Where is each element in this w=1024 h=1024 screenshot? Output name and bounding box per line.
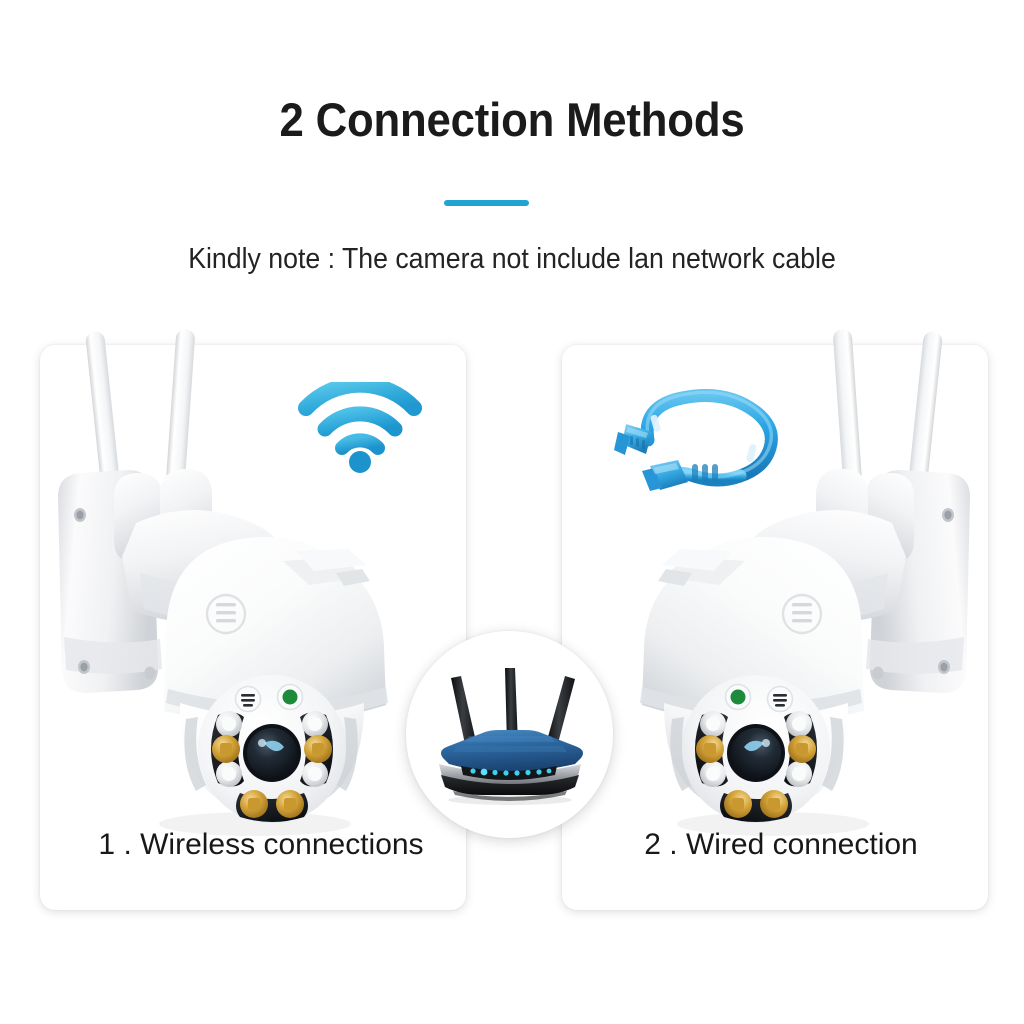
cable-strain-relief (692, 464, 718, 483)
page-subtitle-note: Kindly note : The camera not include lan… (188, 243, 836, 275)
panel-card-wireless: 1 . Wireless connections (40, 329, 466, 910)
camera-mic-grille (766, 685, 794, 713)
ethernet-cable-icon (614, 389, 778, 491)
camera-lens-faceplate (682, 675, 830, 823)
router-antenna-center (504, 667, 518, 745)
camera-lens (243, 724, 301, 782)
camera-lens (727, 724, 785, 782)
camera-illustration-wired (562, 329, 988, 857)
camera-mic-grille (234, 685, 262, 713)
wifi-icon (298, 376, 422, 473)
dome-speaker-badge (205, 593, 247, 635)
rj45-connector-rear (614, 424, 652, 455)
dome-speaker-badge (781, 593, 823, 635)
camera-amber-leds (696, 735, 816, 818)
camera-lens-faceplate (198, 675, 346, 823)
wireless-router-icon (438, 667, 583, 805)
camera-status-indicator (276, 683, 304, 711)
title-divider (444, 200, 529, 206)
camera-white-leds (216, 711, 328, 787)
camera-status-indicator (724, 683, 752, 711)
router-medallion (406, 631, 613, 838)
camera-illustration-wireless (40, 329, 466, 857)
rj45-connector-front (642, 460, 688, 491)
wifi-badge (296, 376, 424, 474)
camera-drop-shadow (677, 812, 869, 836)
lan-cable-badge (612, 378, 784, 496)
camera-white-leds (700, 711, 812, 787)
router-shadow (447, 794, 572, 805)
page-title: 2 Connection Methods (279, 93, 745, 146)
panel-card-wired: 2 . Wired connection (562, 329, 988, 910)
router-antenna-right (545, 675, 575, 747)
ptz-camera-graphic-mirrored (640, 329, 970, 836)
router-body (438, 729, 583, 801)
camera-amber-leds (212, 735, 332, 818)
ptz-camera-graphic (58, 329, 388, 836)
panel-caption-wireless: 1 . Wireless connections (98, 828, 424, 861)
router-led-indicators (469, 767, 551, 776)
camera-drop-shadow (159, 812, 351, 836)
panel-caption-wired: 2 . Wired connection (644, 828, 918, 861)
router-antenna-left (450, 675, 477, 749)
